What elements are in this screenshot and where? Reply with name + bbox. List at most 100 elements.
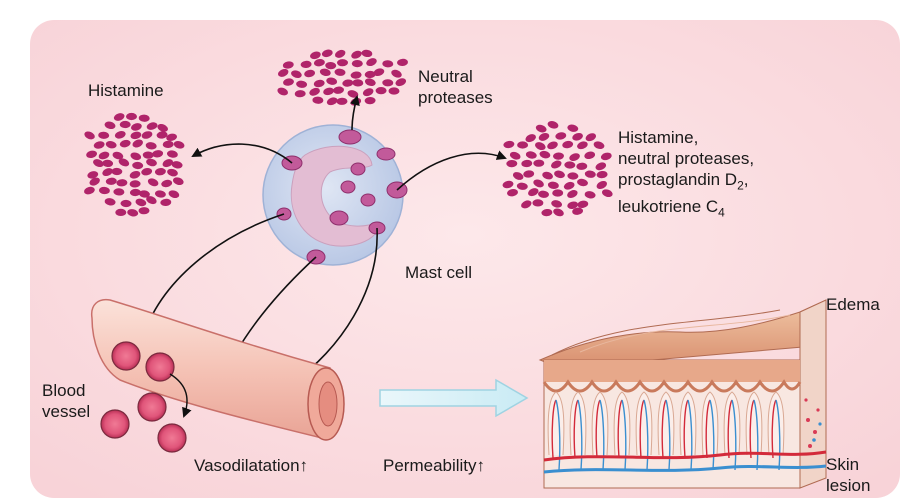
prostaglandin-text: prostaglandin D — [618, 170, 738, 189]
granule — [554, 170, 565, 179]
epidermis-layer — [542, 379, 802, 393]
granule — [127, 209, 139, 217]
extravasation-arrow — [169, 373, 192, 418]
granule — [98, 131, 110, 139]
granule — [541, 208, 553, 217]
granule — [154, 168, 166, 176]
up-arrow-icon: ↑ — [476, 456, 486, 475]
granule — [503, 140, 515, 149]
granule — [334, 49, 346, 58]
capillary-venous — [555, 399, 561, 471]
granule — [145, 142, 157, 150]
granule — [111, 167, 123, 176]
capillary-venous — [753, 399, 759, 471]
granule — [300, 60, 312, 69]
granule — [119, 139, 131, 148]
granule — [539, 150, 551, 159]
granule — [282, 61, 294, 69]
label-neutral-proteases-line1: Neutral — [418, 67, 473, 86]
granule — [334, 68, 346, 76]
granule — [521, 200, 532, 209]
granule — [160, 198, 172, 207]
granule — [118, 158, 130, 167]
granule — [373, 68, 385, 77]
label-mast-cell: Mast cell — [405, 263, 473, 282]
granule — [523, 170, 535, 178]
label-blood-vessel-line1: Blood — [42, 381, 86, 400]
granule — [84, 186, 95, 195]
granule — [154, 190, 166, 198]
label-blood-vessel: Blood vessel — [42, 380, 90, 422]
granule — [166, 150, 178, 158]
granule — [516, 182, 528, 190]
granule — [538, 190, 549, 198]
granule — [105, 140, 117, 149]
granule — [509, 151, 521, 160]
granule — [563, 181, 575, 190]
prostaglandin-subscript: 2 — [737, 178, 744, 193]
granule — [86, 150, 98, 159]
permeability-text: Permeability — [383, 456, 477, 475]
granule — [104, 121, 116, 130]
granule — [553, 152, 564, 160]
arrow-to-neutral-proteases — [350, 95, 360, 131]
granule — [162, 159, 174, 168]
granule — [391, 69, 402, 78]
granule — [547, 121, 559, 129]
capillary-venous — [665, 399, 671, 471]
granule — [533, 179, 544, 188]
granule — [147, 178, 159, 187]
granule — [113, 188, 125, 196]
capillary-venous — [775, 399, 781, 471]
granule — [168, 190, 180, 199]
granule — [567, 172, 579, 180]
granule — [552, 189, 564, 197]
granule — [525, 151, 537, 159]
blood-cell — [100, 409, 130, 439]
granule — [113, 113, 125, 121]
granule — [146, 122, 158, 130]
granule — [382, 79, 394, 87]
granule — [567, 201, 579, 209]
granule — [506, 159, 518, 168]
granule — [115, 208, 127, 216]
granule — [296, 80, 308, 88]
granule — [156, 131, 168, 139]
granule — [93, 141, 105, 149]
capillary-arterial — [573, 399, 579, 459]
leukotriene-text: leukotriene C — [618, 197, 719, 217]
granule — [350, 71, 362, 79]
capillary-venous — [621, 399, 627, 471]
granule — [319, 68, 331, 77]
capillary-arterial — [749, 399, 755, 459]
capillary-arterial — [595, 399, 601, 459]
granule — [326, 77, 338, 85]
capillary-arterial — [771, 399, 777, 459]
granule — [342, 79, 354, 87]
granule — [572, 132, 583, 141]
histamine-granule-cluster — [84, 112, 185, 217]
granule — [600, 152, 612, 161]
granule — [89, 177, 100, 186]
label-permeability: Permeability↑ — [383, 455, 485, 476]
label-neutral-proteases: Neutral proteases — [418, 66, 493, 108]
granule — [129, 180, 141, 188]
granule — [93, 159, 104, 168]
granule — [126, 112, 137, 121]
granule — [142, 151, 154, 159]
granule — [517, 141, 529, 149]
blood-cell — [145, 352, 175, 382]
granule — [141, 168, 153, 176]
granule — [84, 131, 95, 140]
label-mediators: Histamine, neutral proteases, prostaglan… — [618, 127, 754, 224]
granule — [596, 180, 608, 190]
granule — [375, 86, 387, 95]
label-neutral-proteases-line2: proteases — [418, 88, 493, 107]
granule — [141, 131, 153, 139]
granule — [104, 198, 116, 206]
granule — [105, 177, 117, 185]
granule — [567, 190, 578, 198]
label-skin-lesion-line1: Skin — [826, 455, 860, 474]
granule — [584, 151, 596, 160]
